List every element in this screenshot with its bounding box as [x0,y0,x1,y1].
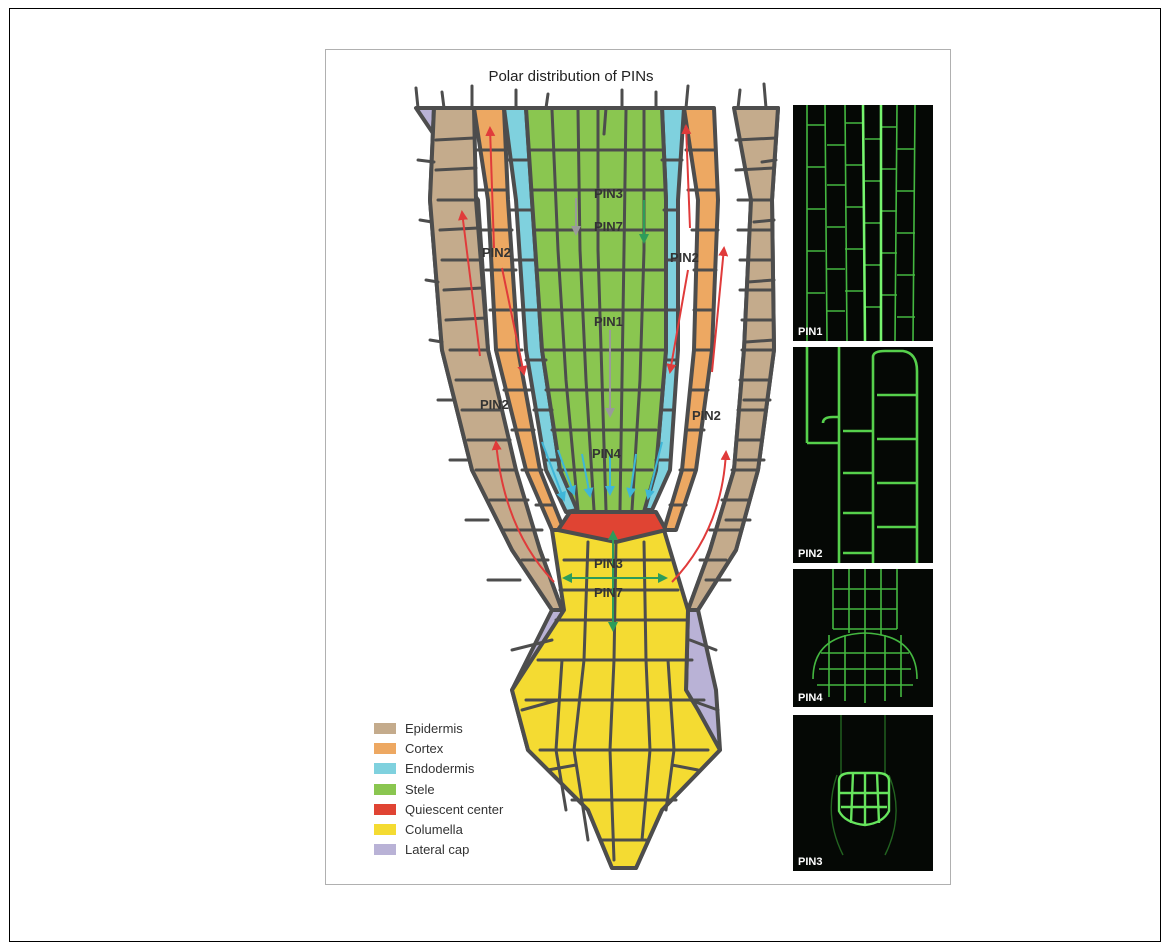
label-pin2-upper-left: PIN2 [482,245,511,260]
label-pin3-bottom: PIN3 [594,556,623,571]
legend-label: Quiescent center [405,802,503,817]
label-pin2-lower-left: PIN2 [480,397,509,412]
legend: Epidermis Cortex Endodermis Stele Quiesc… [374,718,503,860]
legend-label: Columella [405,822,463,837]
label-pin1: PIN1 [594,314,623,329]
legend-swatch [374,844,396,855]
micrograph-label: PIN2 [798,548,822,560]
micrograph-pin3: PIN3 [793,715,933,871]
legend-swatch [374,804,396,815]
label-pin2-upper-right: PIN2 [670,250,699,265]
legend-item-endodermis: Endodermis [374,759,503,779]
label-pin2-lower-right: PIN2 [692,408,721,423]
micrograph-label: PIN4 [798,692,822,704]
micrograph-pin2-image [793,347,933,563]
micrograph-pin3-image [793,715,933,871]
legend-item-stele: Stele [374,779,503,799]
micrograph-label: PIN1 [798,326,822,338]
legend-item-columella: Columella [374,819,503,839]
micrograph-pin1: PIN1 [793,105,933,341]
legend-label: Stele [405,782,435,797]
legend-label: Lateral cap [405,842,469,857]
legend-swatch [374,743,396,754]
legend-label: Epidermis [405,721,463,736]
legend-swatch [374,784,396,795]
legend-swatch [374,824,396,835]
micrograph-pin4-image [793,569,933,707]
micrograph-label: PIN3 [798,856,822,868]
label-pin4: PIN4 [592,446,622,461]
micrograph-pin2: PIN2 [793,347,933,563]
legend-item-quiescent-center: Quiescent center [374,799,503,819]
legend-label: Endodermis [405,761,474,776]
legend-swatch [374,763,396,774]
page-frame: Polar distribution of PINs [9,8,1161,942]
label-pin7-bottom: PIN7 [594,585,623,600]
legend-item-lateral-cap: Lateral cap [374,840,503,860]
micrograph-pin4: PIN4 [793,569,933,707]
figure-panel: Polar distribution of PINs [325,49,951,885]
label-pin3-top: PIN3 [594,186,623,201]
legend-label: Cortex [405,741,443,756]
micrograph-pin1-image [793,105,933,341]
legend-item-cortex: Cortex [374,738,503,758]
legend-item-epidermis: Epidermis [374,718,503,738]
label-pin7-top: PIN7 [594,219,623,234]
legend-swatch [374,723,396,734]
